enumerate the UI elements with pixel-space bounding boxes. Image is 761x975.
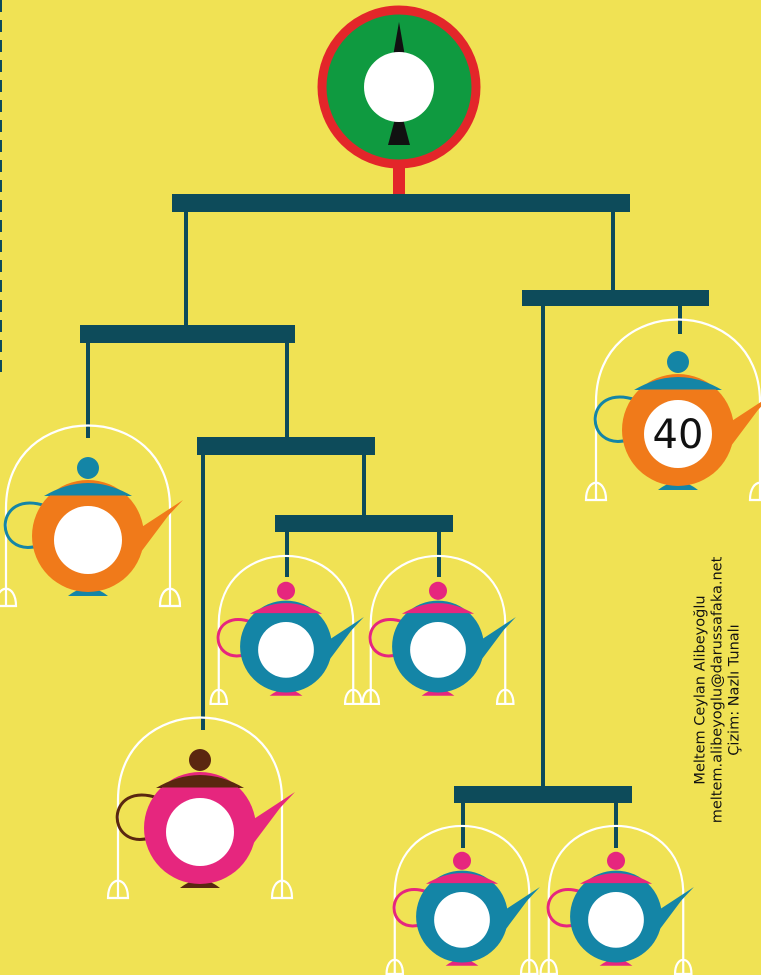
bar-top [172,194,630,212]
knob [607,852,625,870]
knob [77,457,99,479]
bar-left [80,325,295,343]
empty-number-slot[interactable] [434,892,490,948]
empty-number-slot[interactable] [258,622,314,678]
teapot-pink [108,718,295,899]
knob [277,582,295,600]
knob [429,582,447,600]
credits-block: Meltem Ceylan Alibeyoğlu meltem.alibeyog… [693,470,744,910]
lid [634,377,722,390]
root-node [322,10,476,164]
teapot-teal-1 [211,556,364,704]
bar-bottom [454,786,632,803]
empty-number-slot[interactable] [54,506,122,574]
author-name: Meltem Ceylan Alibeyoğlu [693,470,710,910]
empty-number-slot[interactable] [588,892,644,948]
bar-right [522,290,709,306]
illustrator-credit: Çizim: Nazlı Tunalı [727,470,744,910]
lid [250,603,322,614]
teapot-orange-left [0,426,183,607]
lid [44,483,132,496]
lid [402,603,474,614]
knob [667,351,689,373]
lid [156,775,244,788]
author-email: meltem.alibeyoglu@darussafaka.net [710,470,727,910]
empty-number-slot[interactable] [410,622,466,678]
knob [189,749,211,771]
lid [580,873,652,884]
root-empty-slot[interactable] [364,52,434,122]
lid [426,873,498,884]
teapot-teal-3 [387,826,540,974]
empty-number-slot[interactable] [166,798,234,866]
given-number: 40 [653,412,704,458]
teapot-teal-2 [363,556,516,704]
knob [453,852,471,870]
cage-foot [0,589,16,606]
bar-pair [275,515,453,532]
bar-middle [197,437,375,455]
teapot-teal-4 [541,826,694,974]
